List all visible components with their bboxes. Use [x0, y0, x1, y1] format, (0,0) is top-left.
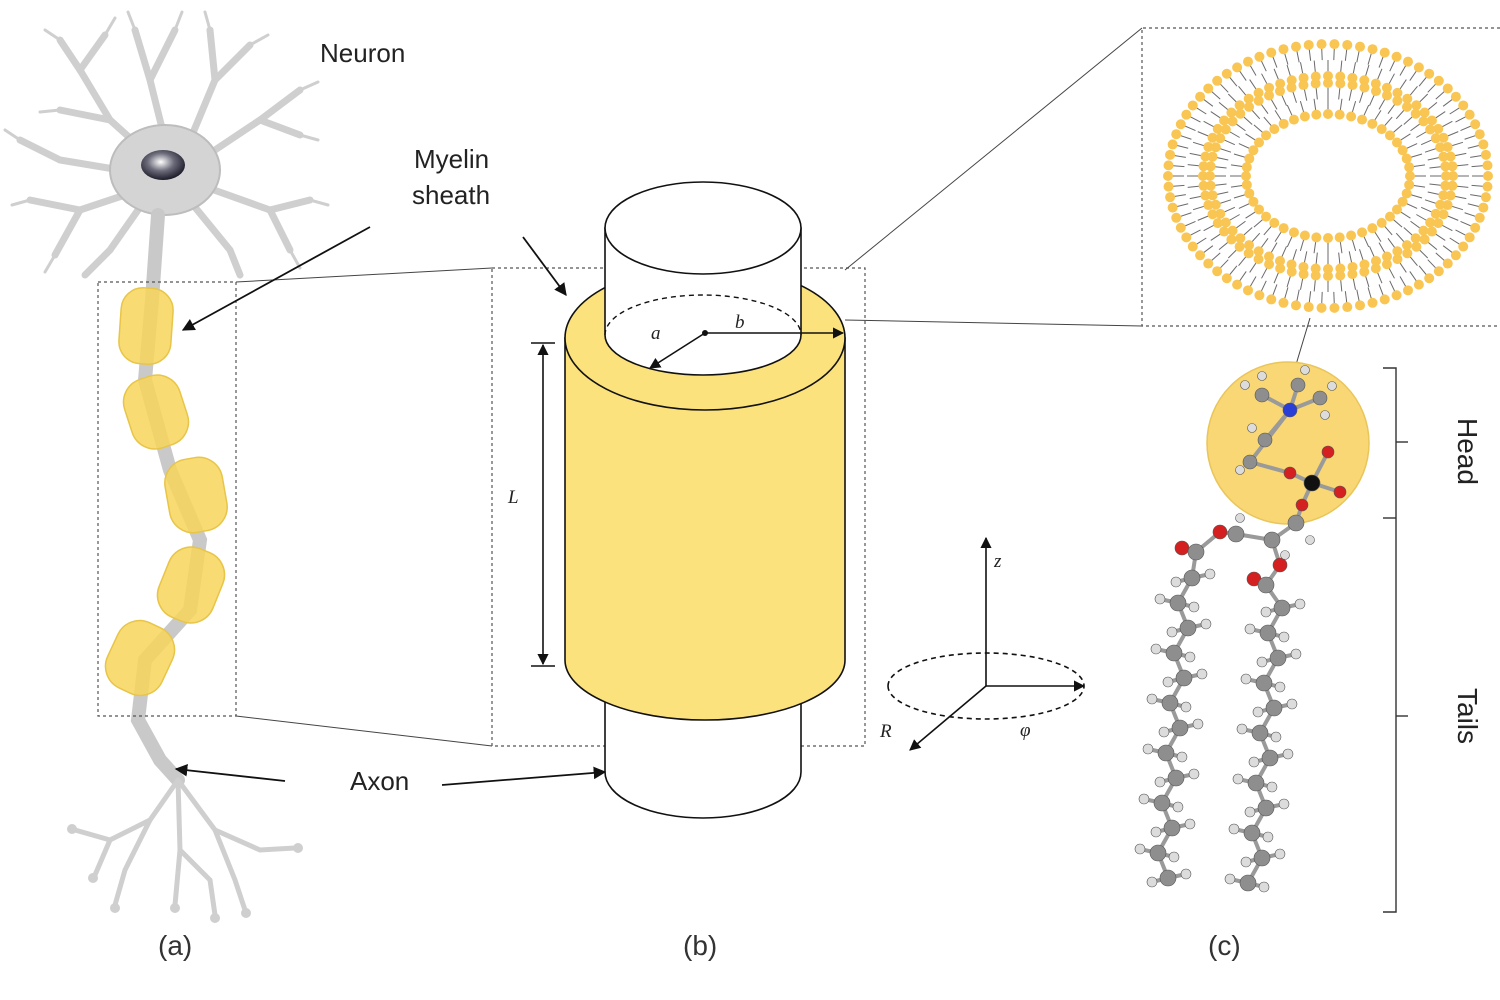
var-b: b [735, 312, 745, 333]
axon-terminal-knobs [67, 824, 303, 923]
caption-c: (c) [1208, 930, 1241, 961]
tails-label: Tails [1452, 688, 1483, 744]
zoom-connectors-a-b [235, 267, 493, 747]
head-group-highlight [1206, 361, 1370, 525]
head-label: Head [1452, 418, 1483, 485]
neuron-nucleus [141, 150, 185, 180]
myelin-sheath-label-line2: sheath [412, 180, 490, 210]
axon-cylinder-top-cap [604, 181, 802, 275]
panel-a-neuron [3, 10, 330, 923]
coordinate-axes [887, 536, 1086, 751]
myelin-cylinder-body [564, 337, 846, 721]
head-tails-brackets [1383, 367, 1408, 913]
zoom-connectors-b-c [844, 27, 1143, 327]
axon-label: Axon [350, 766, 409, 796]
radius-a-arrow [649, 332, 706, 369]
panel-c-lipid: Head Tails [1134, 27, 1500, 913]
neuron-dendrites [16, 26, 314, 279]
pointer-arrows [174, 226, 607, 786]
axon-cylinder-bottom [604, 690, 802, 819]
bilayer-zoom-box [1141, 27, 1500, 327]
lipid-bilayer-ring [1163, 39, 1493, 313]
myelin-sheath-label-line1: Myelin [414, 144, 489, 174]
var-a: a [651, 323, 661, 344]
myelin-segments [104, 287, 228, 697]
var-R: R [879, 721, 892, 742]
phospholipid-molecule [1134, 365, 1347, 893]
var-phi: φ [1020, 720, 1031, 741]
panel-b-cylinder-model: a b L z R φ [491, 181, 1086, 819]
caption-a: (a) [158, 930, 192, 961]
var-L: L [507, 487, 519, 508]
axon-terminals [72, 777, 298, 918]
inner-radius-ellipse-back [604, 294, 802, 336]
neuron-label: Neuron [320, 38, 405, 68]
bilayer-to-molecule-line [1294, 317, 1311, 369]
panel-a-zoom-box [97, 281, 237, 717]
var-z: z [993, 551, 1002, 572]
caption-b: (b) [683, 930, 717, 961]
